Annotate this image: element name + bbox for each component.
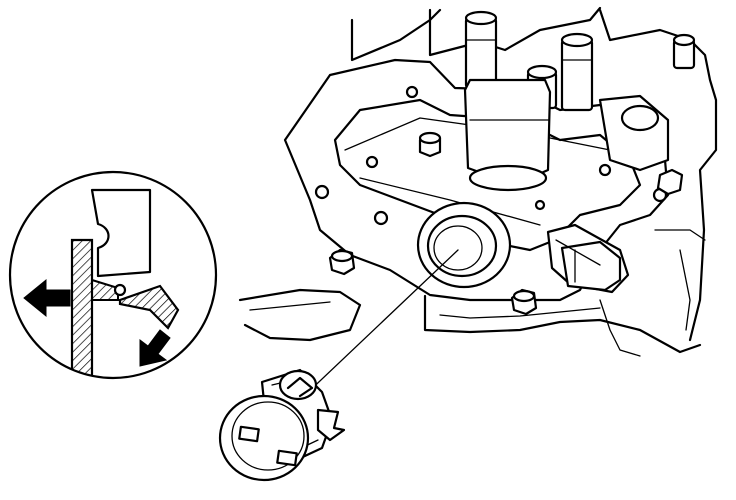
pull-out-arrow [23, 278, 71, 318]
bolt-holes [314, 85, 668, 226]
detail-circle [8, 170, 218, 380]
hex-bolts [328, 131, 684, 316]
engine-block [238, 6, 718, 357]
oil-seal-plug [218, 368, 346, 482]
press-down-arrow [139, 329, 171, 367]
leader-line [301, 249, 459, 399]
sensor-connector [546, 223, 630, 294]
